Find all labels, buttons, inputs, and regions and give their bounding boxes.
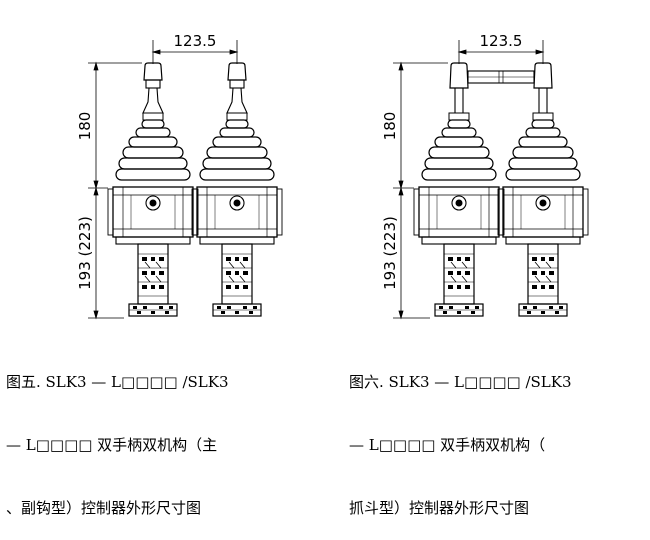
figure-5-width-label: 123.5 bbox=[174, 32, 217, 50]
figure-5-caption-line: — L□□□□ 双手柄双机构（主 bbox=[6, 436, 218, 454]
figure-6-caption-line: 抓斗型）控制器外形尺寸图 bbox=[349, 499, 530, 517]
figure-5-caption: 图五. SLK3 — L□□□□ /SLK3 — L□□□□ 双手柄双机构（主 … bbox=[6, 330, 229, 540]
figure-6-drawing: 123.5 180 193 (223) bbox=[381, 32, 589, 320]
figure-6-caption-line: — L□□□□ 双手柄双机构（ bbox=[349, 436, 546, 454]
figure-6-width-dimension bbox=[457, 40, 545, 64]
figure-5-caption-line: 、副钩型）控制器外形尺寸图 bbox=[6, 499, 202, 517]
drawing-canvas: 123.5 180 193 (223) 123. bbox=[76, 32, 589, 320]
figure-6-caption-line: 图六. SLK3 — L□□□□ /SLK3 bbox=[349, 373, 572, 391]
figure-6-width-label: 123.5 bbox=[480, 32, 523, 50]
figure-5-drawing: 123.5 180 193 (223) bbox=[76, 32, 283, 320]
figure-6-height-dimensions bbox=[393, 61, 448, 320]
figure-5-unit-left bbox=[107, 62, 199, 317]
figure-6-unit-left bbox=[413, 62, 505, 317]
figure-5-width-dimension bbox=[151, 40, 239, 64]
figure-5-unit-right bbox=[191, 62, 283, 317]
figure-5-bottom-height-label: 193 (223) bbox=[76, 216, 94, 290]
figure-6-bottom-height-label: 193 (223) bbox=[381, 216, 399, 290]
figure-5-caption-line: 图五. SLK3 — L□□□□ /SLK3 bbox=[6, 373, 229, 391]
figure-6-unit-right bbox=[497, 62, 589, 317]
figure-6-top-height-label: 180 bbox=[381, 112, 399, 141]
figure-5-height-dimensions bbox=[88, 61, 142, 320]
figure-5-top-height-label: 180 bbox=[76, 112, 94, 141]
figure-6-caption: 图六. SLK3 — L□□□□ /SLK3 — L□□□□ 双手柄双机构（ 抓… bbox=[349, 330, 572, 540]
